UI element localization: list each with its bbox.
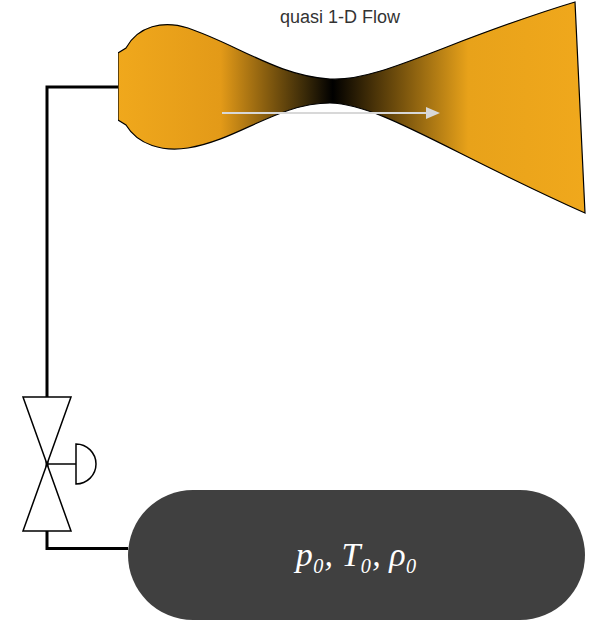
valve-stem xyxy=(47,463,76,465)
flow-arrow-line xyxy=(222,112,430,114)
valve-upper-triangle xyxy=(23,397,71,464)
nozzle-body xyxy=(118,2,585,213)
valve-lower-triangle xyxy=(23,464,71,531)
control-valve xyxy=(23,397,96,531)
valve-actuator xyxy=(76,444,96,484)
flow-arrow-head xyxy=(426,107,440,119)
nozzle-shape: quasi 1-D Flow xyxy=(118,0,588,218)
feed-pipe xyxy=(47,87,128,549)
stagnation-tank: p₀, T₀, ρ₀ xyxy=(128,490,585,620)
flow-title: quasi 1-D Flow xyxy=(280,7,400,28)
nozzle-outline xyxy=(118,0,588,218)
stagnation-conditions: p₀, T₀, ρ₀ xyxy=(296,536,418,574)
